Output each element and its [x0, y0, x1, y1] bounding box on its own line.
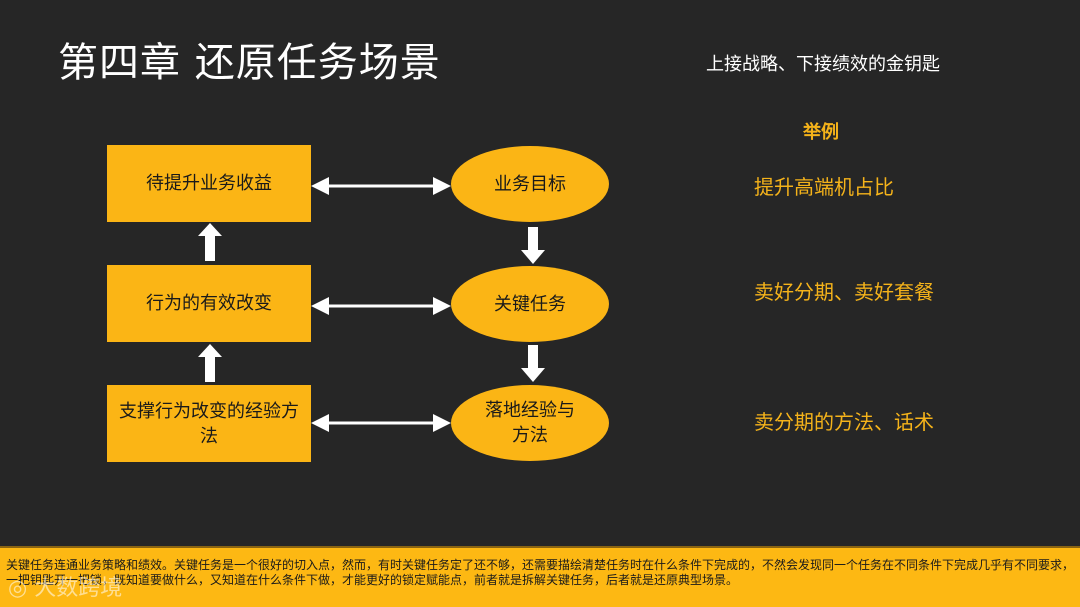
example-item-1: 提升高端机占比 — [754, 175, 894, 199]
box-business-gain: 待提升业务收益 — [107, 145, 311, 222]
box-label: 支撑行为改变的经验方法 — [119, 400, 299, 447]
example-item-2: 卖好分期、卖好套餐 — [754, 280, 934, 304]
ellipse-business-goal: 业务目标 — [451, 146, 609, 222]
box-experience-methods: 支撑行为改变的经验方法 — [107, 385, 311, 462]
ellipse-label: 业务目标 — [494, 173, 566, 195]
caption-text: 关键任务连通业务策略和绩效。关键任务是一个很好的切入点，然而，有时关键任务定了还… — [6, 558, 1075, 587]
ellipse-landing-methods: 落地经验与方法 — [451, 385, 609, 461]
down-arrow-2 — [521, 345, 545, 382]
box-label: 行为的有效改变 — [146, 293, 272, 314]
down-arrow-1 — [521, 227, 545, 264]
up-arrow-2 — [198, 344, 222, 382]
watermark-text: 大数跨境 — [34, 576, 123, 601]
examples-heading: 举例 — [803, 122, 839, 143]
box-behavior-change: 行为的有效改变 — [107, 265, 311, 342]
ellipse-label: 关键任务 — [494, 293, 566, 315]
example-item-3: 卖分期的方法、话术 — [754, 410, 934, 434]
caption-banner: 关键任务连通业务策略和绩效。关键任务是一个很好的切入点，然而，有时关键任务定了还… — [0, 546, 1080, 607]
watermark-logo-icon: ◎ — [8, 576, 35, 601]
ellipse-label: 落地经验与方法 — [485, 400, 575, 446]
box-label: 待提升业务收益 — [146, 173, 272, 194]
up-arrow-1 — [198, 223, 222, 261]
slide-title: 第四章 还原任务场景 — [58, 40, 441, 86]
watermark: ◎ 大数跨境 — [8, 570, 122, 602]
slide-subtitle: 上接战略、下接绩效的金钥匙 — [706, 54, 940, 75]
ellipse-key-task: 关键任务 — [451, 266, 609, 342]
